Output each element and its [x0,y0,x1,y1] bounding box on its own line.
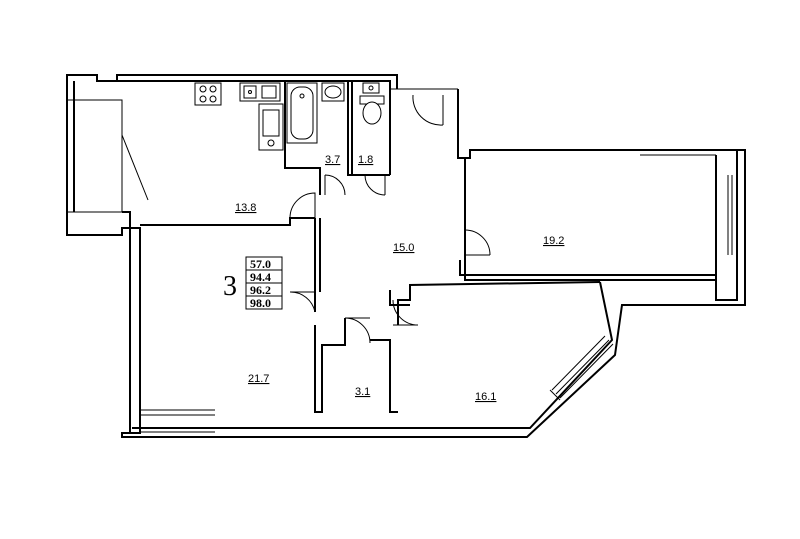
small-basin-icon [362,82,380,94]
rooms-count: 3 [223,271,237,302]
room-area-bedroom-east: 19.2 [543,235,564,247]
room-area-closet: 3.1 [355,386,370,398]
washbasin-icon [321,82,345,102]
washing-machine-icon [258,103,284,151]
outer-walls [66,74,746,438]
doors [289,94,491,344]
bathtub-icon [286,82,318,144]
inner-walls [140,81,716,433]
stove-icon [194,82,222,106]
room-area-wc: 1.8 [358,154,373,166]
area-living: 57.0 [250,257,271,271]
room-area-bedroom-south: 16.1 [475,391,496,403]
apartment-summary: 3 57.0 94.4 96.2 98.0 [223,256,283,310]
sink-icon [239,82,281,102]
area-gross: 98.0 [250,296,271,310]
room-area-living-west: 21.7 [248,373,269,385]
area-with-balcony: 96.2 [250,283,271,297]
room-area-hall: 15.0 [393,242,414,254]
room-area-kitchen: 13.8 [235,202,256,214]
room-labels: 13.8 3.7 1.8 15.0 19.2 21.7 3.1 16.1 [235,154,564,403]
room-area-bathroom: 3.7 [325,154,340,166]
fixtures [194,82,385,151]
toilet-icon [359,95,385,125]
area-total: 94.4 [250,270,271,284]
